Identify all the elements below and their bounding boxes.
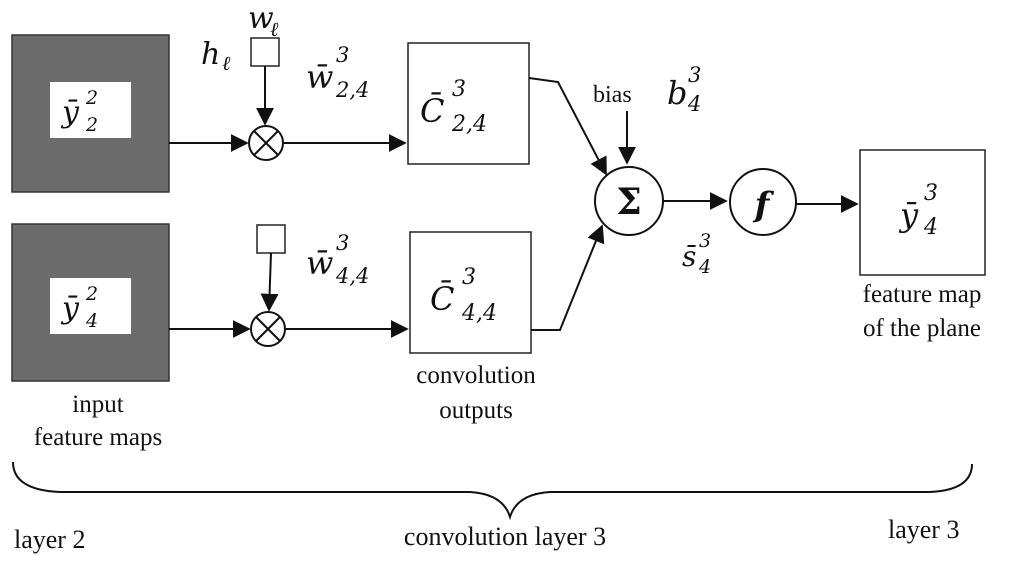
conv-bottom-sub: 4,4 [461,301,497,326]
layer-label-left: layer 2 [14,525,85,554]
conv-output-top: C̄ 3 2,4 [407,42,530,165]
weight-top-sup: 3 [336,43,349,67]
kernel-height-label: h [201,37,220,72]
weight-top-sub: 2,4 [335,78,369,102]
output-map-sub: 4 [923,215,938,240]
input-map-bottom: ȳ 2 4 [11,223,170,382]
output-map: ȳ 3 4 [859,149,986,276]
input-map-top-sup: 2 [85,87,98,109]
output-caption-line1: feature map [863,281,982,308]
activation-symbol: f [753,185,775,225]
input-caption-line2: feature maps [34,424,162,451]
input-map-bottom-sup: 2 [85,283,98,305]
conv-bottom-sup: 3 [462,265,476,290]
bias-label: bias [593,82,632,108]
conv-top-base: C̄ [420,92,444,130]
weight-top: w̄ 3 2,4 [306,43,369,102]
sum-out-base: s̄ [682,240,697,273]
output-map-base: ȳ [898,196,919,234]
conv-output-bottom: C̄ 3 4,4 [409,231,532,354]
output-caption-line2: of the plane [863,315,981,342]
multiply-icon-bottom [250,311,286,347]
kernel-top: w ℓ h ℓ [201,1,280,75]
weight-bottom-base: w̄ [306,244,333,282]
weight-bottom: w̄ 3 4,4 [306,231,369,288]
sum-symbol: Σ [616,181,641,223]
kernel-bottom [256,224,286,254]
sum-out-sup: 3 [699,230,711,252]
connection-arrows [169,66,859,338]
bias-symbol-sub: 4 [687,92,701,116]
layer-label-middle: convolution layer 3 [404,522,606,551]
kernel-height-sub: ℓ [222,51,231,75]
input-map-bottom-base: ȳ [60,291,80,326]
conv-caption-line2: outputs [439,397,513,424]
sum-node: Σ [594,166,664,236]
input-map-bottom-sub: 4 [85,310,98,332]
input-map-top-sub: 2 [85,114,98,136]
weight-top-base: w̄ [306,58,333,96]
input-caption-line1: input [72,391,123,418]
conv-top-sup: 3 [452,77,466,102]
sum-out-sub: 4 [698,256,711,278]
activation-node: f [729,168,797,236]
bias-symbol-base: b [667,74,687,112]
kernel-width-sub: ℓ [270,17,279,41]
conv-top-sub: 2,4 [451,112,487,137]
multiply-icon-top [248,125,284,161]
kernel-width-label: w [248,1,274,36]
weight-bottom-sup: 3 [336,231,349,255]
sum-output-label: s̄ 3 4 [682,230,711,278]
conv-caption-line1: convolution [416,362,536,389]
bias-symbol: b 3 4 [667,63,701,116]
layer-label-right: layer 3 [888,515,959,544]
conv-bottom-base: C̄ [430,280,454,318]
weight-bottom-sub: 4,4 [335,264,369,288]
output-map-sup: 3 [924,181,938,206]
input-map-top-base: ȳ [60,95,80,130]
input-map-top: ȳ 2 2 [11,34,170,193]
layer-brace [12,461,973,521]
bias-symbol-sup: 3 [688,63,701,87]
